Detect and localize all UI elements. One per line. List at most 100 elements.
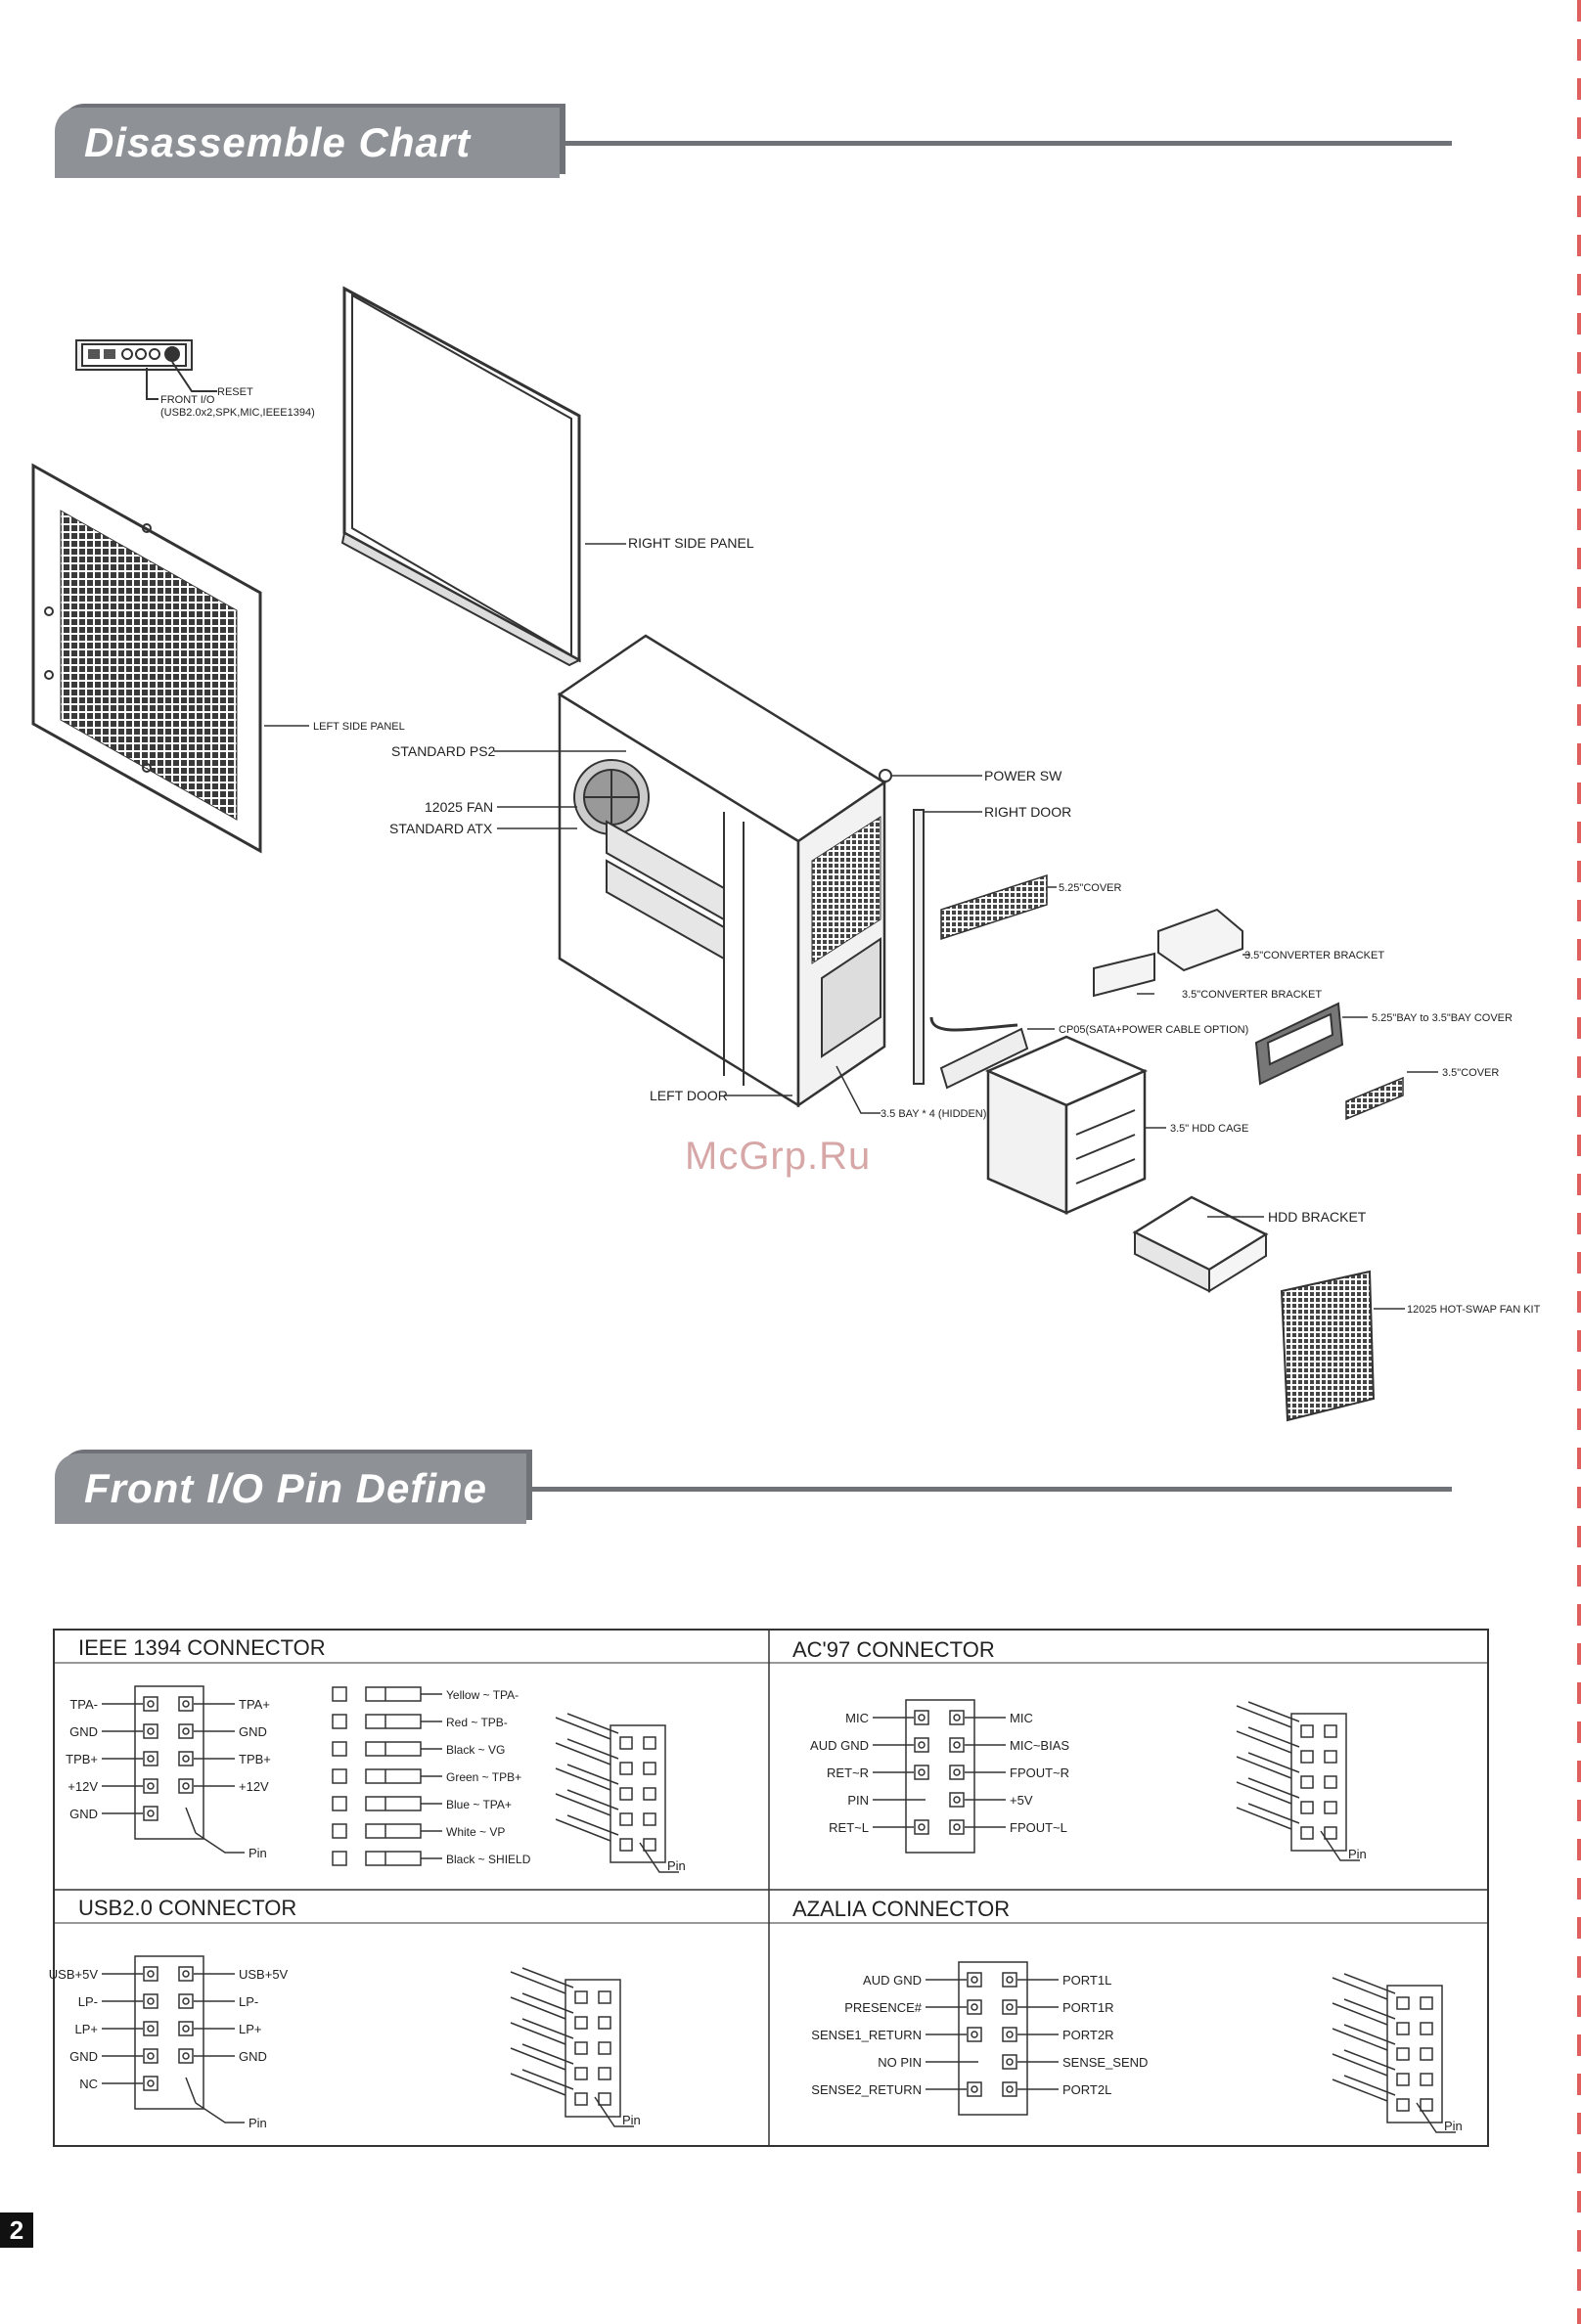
- usb-plug-pin: [598, 2092, 611, 2106]
- usb-left-label: LP-: [78, 1994, 98, 2009]
- ieee-right-label: GND: [239, 1724, 267, 1739]
- azalia-pin-right: [1002, 2081, 1017, 2097]
- label-standard-ps2: STANDARD PS2: [391, 743, 496, 759]
- ieee-pin-right: [178, 1751, 194, 1766]
- azalia-pin-right-hole: [1006, 1976, 1014, 1984]
- azalia-pin-left: [967, 1999, 982, 2015]
- cover-525: [940, 873, 1057, 941]
- azalia-wire: [1343, 2049, 1396, 2071]
- usb-right-label: LP-: [239, 1994, 258, 2009]
- ieee-wire-terminal: [332, 1851, 347, 1866]
- azalia-wire: [1343, 1998, 1396, 2020]
- azalia-plug-pin: [1396, 2073, 1410, 2086]
- ac97-pin-right: [949, 1710, 965, 1725]
- bay-cover: [1254, 1002, 1368, 1086]
- label-right-side-panel: RIGHT SIDE PANEL: [628, 535, 754, 551]
- azalia-left-label: SENSE2_RETURN: [811, 2082, 922, 2097]
- ieee-pin-leader: [195, 1832, 245, 1854]
- ac97-wire: [1236, 1756, 1292, 1779]
- azalia-pin-left-hole: [971, 1976, 978, 1984]
- ieee-plug-pin: [643, 1762, 656, 1775]
- ac97-plug-pin: [1300, 1724, 1314, 1738]
- ac97-pin-right-hole: [953, 1823, 961, 1831]
- ieee-wire: [566, 1738, 619, 1760]
- usb-right-label: LP+: [239, 2022, 262, 2036]
- ieee-plug-pin: [643, 1787, 656, 1801]
- usb-wire: [521, 1992, 574, 2014]
- ieee-wire-label: Yellow ~ TPA-: [446, 1688, 519, 1702]
- azalia-wire: [1343, 1973, 1396, 1994]
- usb-pin-left: [143, 1966, 158, 1982]
- ieee-wire-sleeve: [365, 1714, 422, 1729]
- ac97-wire: [1247, 1701, 1300, 1722]
- ieee-plug-pin: [643, 1812, 656, 1826]
- azalia-wire: [1332, 2053, 1388, 2077]
- ieee-plug-pin: [619, 1736, 633, 1750]
- ac97-pin-left-hole: [918, 1714, 926, 1721]
- ac97-plug-pin-label: Pin: [1348, 1847, 1367, 1861]
- watermark: McGrp.Ru: [685, 1135, 872, 1178]
- usb-left-label: USB+5V: [49, 1967, 99, 1982]
- usb-pin-right-hole: [182, 2052, 190, 2060]
- ieee-plug-pin: [619, 1838, 633, 1852]
- ac97-pin-right: [949, 1737, 965, 1753]
- ieee-wire-terminal: [332, 1768, 347, 1784]
- label-525-cover: 5.25"COVER: [1059, 882, 1121, 894]
- ac97-pin-right: [949, 1819, 965, 1835]
- front-io-panel: [75, 339, 217, 400]
- section-banner-pin-define: Front I/O Pin Define: [55, 1453, 1454, 1524]
- azalia-pin-right-hole: [1006, 2003, 1014, 2011]
- ac97-pin-left: [914, 1765, 929, 1780]
- usb-pin-left-hole: [147, 2079, 155, 2087]
- usb-plug-pin-label: Pin: [622, 2113, 641, 2127]
- azalia-plug-pin: [1420, 2073, 1433, 2086]
- hdd-bracket: [1132, 1195, 1269, 1293]
- ieee-wire: [555, 1793, 611, 1816]
- ac97-left-label: MIC: [845, 1711, 869, 1725]
- ac97-pin-left: [914, 1737, 929, 1753]
- usb-wire: [510, 2073, 566, 2096]
- azalia-title: AZALIA CONNECTOR: [792, 1897, 1010, 1921]
- azalia-wire: [1332, 1977, 1388, 2000]
- azalia-plug-pin: [1420, 1996, 1433, 2010]
- label-front-io-detail: (USB2.0x2,SPK,MIC,IEEE1394): [160, 407, 315, 419]
- azalia-plug-body: [1386, 1985, 1443, 2123]
- azalia-wire: [1332, 2078, 1388, 2102]
- ac97-plug-pin: [1300, 1826, 1314, 1840]
- cover-35: [1345, 1071, 1438, 1121]
- usb-pin-left: [143, 2076, 158, 2091]
- usb-pin-left-hole: [147, 1997, 155, 2005]
- usb-pin-left: [143, 1993, 158, 2009]
- ieee-pin-left: [143, 1778, 158, 1794]
- azalia-right-label: PORT2R: [1062, 2028, 1114, 2042]
- ieee-wire: [555, 1717, 611, 1740]
- label-cp05: CP05(SATA+POWER CABLE OPTION): [1059, 1024, 1248, 1036]
- label-right-door: RIGHT DOOR: [984, 804, 1071, 820]
- ieee-wire-sleeve: [365, 1823, 422, 1839]
- ieee-pin-left-hole: [147, 1782, 155, 1790]
- ieee-pin-right-hole: [182, 1782, 190, 1790]
- azalia-left-label: SENSE1_RETURN: [811, 2028, 922, 2042]
- usb-right-label: GND: [239, 2049, 267, 2064]
- right-side-panel: [340, 286, 626, 667]
- ieee-plug-pin: [619, 1812, 633, 1826]
- ac97-right-label: FPOUT~L: [1010, 1820, 1067, 1835]
- ieee-plug-pin: [643, 1736, 656, 1750]
- ieee-plug-pin: [619, 1762, 633, 1775]
- azalia-plug-pin: [1396, 2098, 1410, 2112]
- azalia-plug-pin: [1396, 1996, 1410, 2010]
- usb-plug-pin: [598, 1990, 611, 2004]
- ac97-wire: [1247, 1752, 1300, 1773]
- usb-pin-left: [143, 2048, 158, 2064]
- ieee-wire-label: Red ~ TPB-: [446, 1716, 508, 1729]
- label-power-sw: POWER SW: [984, 768, 1062, 783]
- ieee-pin-right-hole: [182, 1727, 190, 1735]
- ieee-title: IEEE 1394 CONNECTOR: [78, 1635, 326, 1660]
- usb-left-label: GND: [69, 2049, 98, 2064]
- label-converter-bracket-1: 3.5"CONVERTER BRACKET: [1244, 950, 1384, 961]
- ieee-wire: [555, 1742, 611, 1765]
- ieee-wire-sleeve: [365, 1851, 422, 1866]
- azalia-left-label: AUD GND: [863, 1973, 922, 1988]
- usb-wire: [521, 2069, 574, 2090]
- ac97-right-label: MIC: [1010, 1711, 1033, 1725]
